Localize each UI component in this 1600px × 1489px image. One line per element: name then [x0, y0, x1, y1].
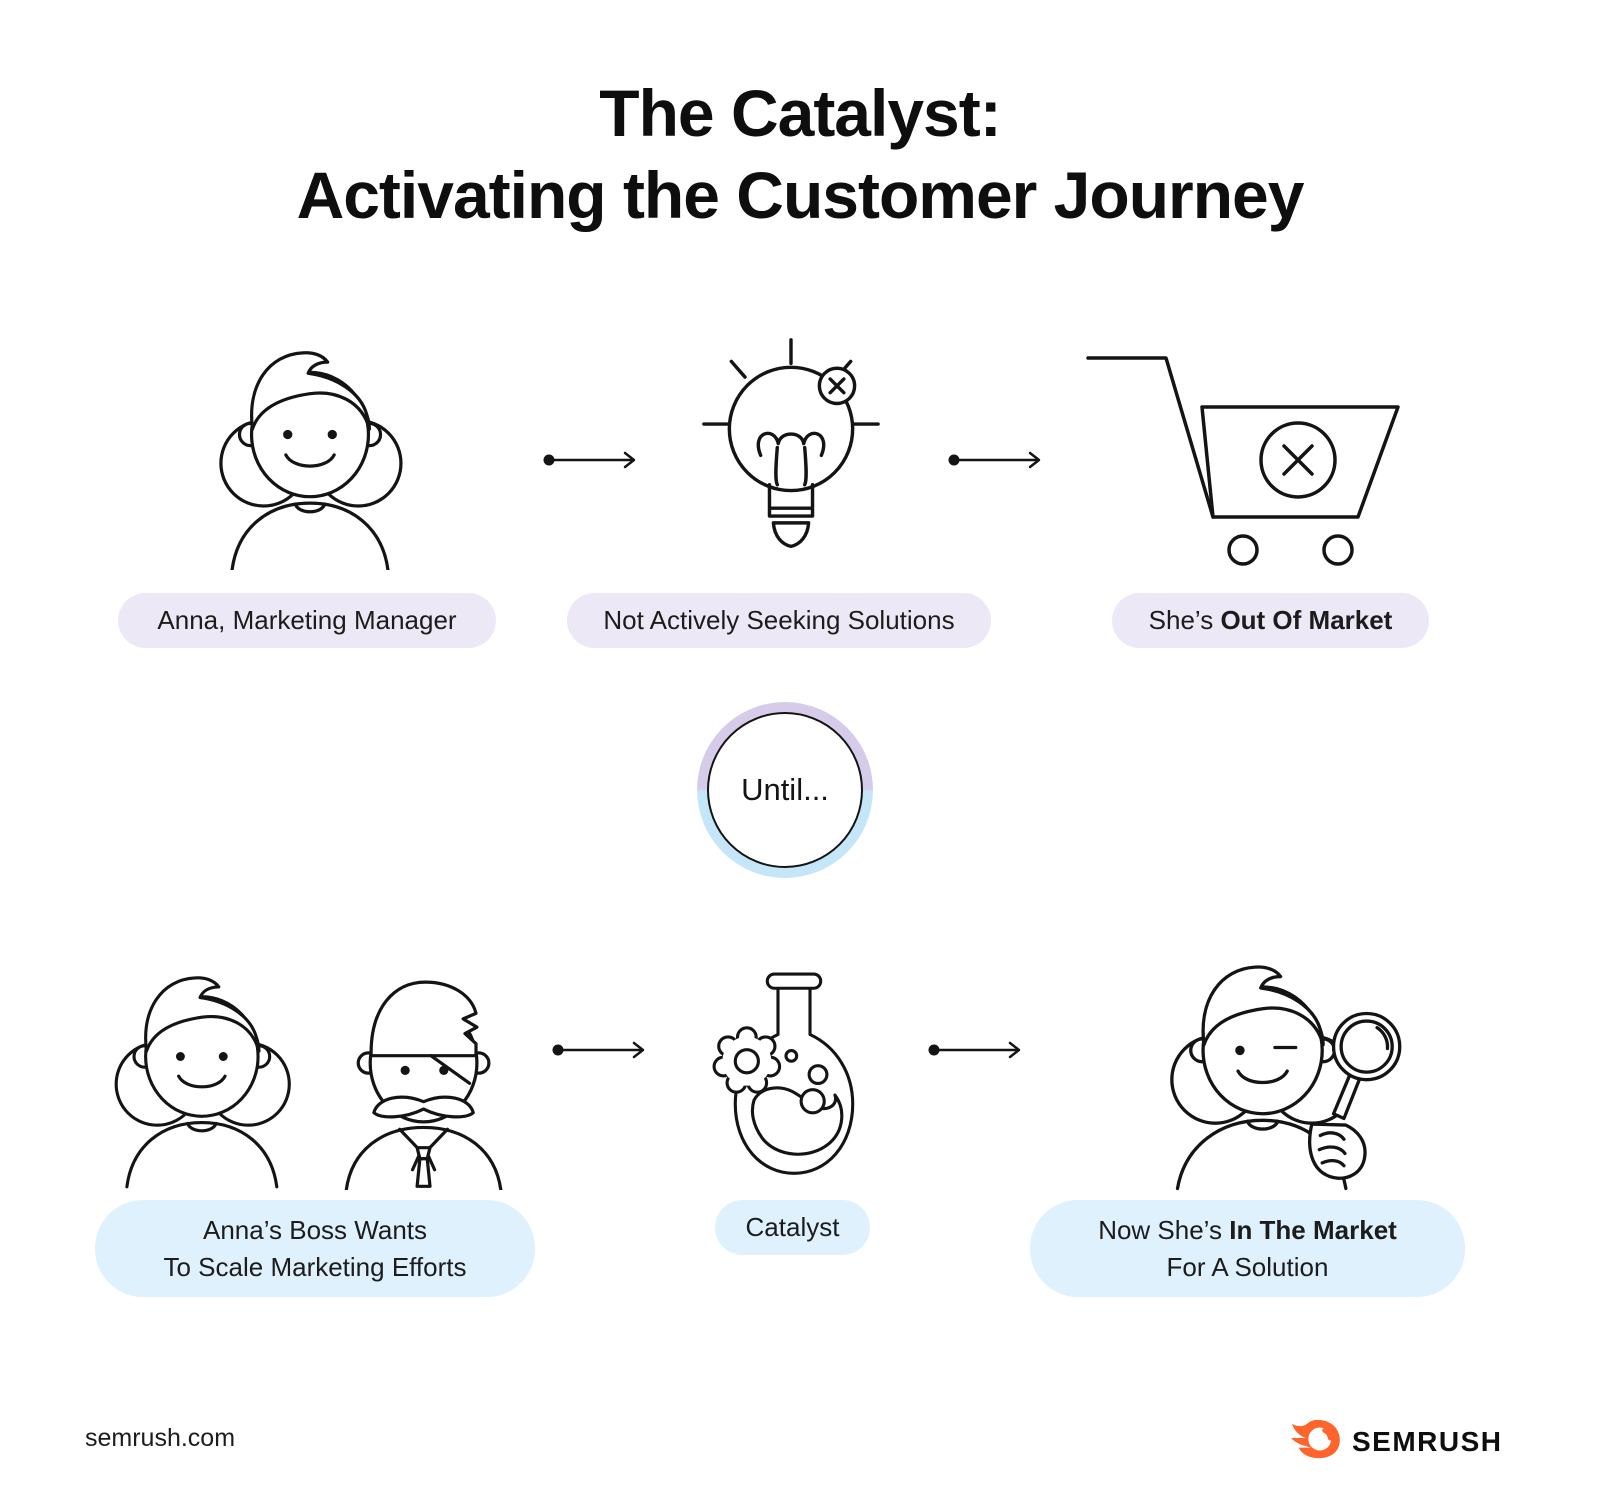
label-line2: To Scale Marketing Efforts [163, 1251, 467, 1282]
anna-portrait-icon [217, 338, 403, 575]
semrush-logo: SEMRUSH [1288, 1418, 1503, 1465]
label-text-bold: Out Of Market [1220, 605, 1393, 635]
catalyst-flask-icon [705, 958, 883, 1189]
arrow-right-icon [928, 1040, 1024, 1065]
arrow-right-icon [543, 450, 639, 475]
idea-dismissed-icon [688, 334, 894, 569]
label-anna-marketing-manager: Anna, Marketing Manager [118, 593, 496, 648]
label-text-prefix: Now She’s [1098, 1214, 1230, 1245]
label-text-prefix: She’s [1148, 605, 1221, 635]
label-line2: For A Solution [1166, 1251, 1329, 1282]
until-circle: Until... [697, 702, 873, 878]
page-title-line2: Activating the Customer Journey [296, 158, 1305, 232]
label-text: Not Actively Seeking Solutions [603, 605, 955, 635]
page-title-line1: The Catalyst: [599, 76, 1001, 150]
label-boss-scale-marketing: Anna’s Boss Wants To Scale Marketing Eff… [95, 1200, 535, 1297]
semrush-wordmark: SEMRUSH [1352, 1425, 1503, 1457]
label-in-the-market: Now She’s In The Market For A Solution [1030, 1200, 1465, 1297]
label-line1: Now She’s In The Market [1098, 1212, 1397, 1249]
footer-site-url: semrush.com [85, 1424, 236, 1452]
label-text: Anna, Marketing Manager [157, 605, 457, 635]
cart-rejected-icon [1080, 338, 1420, 575]
anna-and-boss-icon [112, 960, 518, 1195]
label-out-of-market: She’s Out Of Market [1112, 593, 1429, 648]
label-text: Catalyst [745, 1212, 840, 1242]
arrow-right-icon [552, 1040, 648, 1065]
label-line1: Anna’s Boss Wants [203, 1214, 427, 1245]
page-title: The Catalyst: Activating the Customer Jo… [0, 72, 1600, 236]
arrow-right-icon [948, 450, 1044, 475]
label-not-actively-seeking: Not Actively Seeking Solutions [567, 593, 991, 648]
label-text-bold: In The Market [1229, 1214, 1397, 1245]
label-catalyst: Catalyst [715, 1200, 870, 1255]
until-circle-label: Until... [707, 712, 863, 868]
semrush-flame-icon [1288, 1418, 1342, 1465]
anna-magnifier-icon [1168, 952, 1414, 1201]
